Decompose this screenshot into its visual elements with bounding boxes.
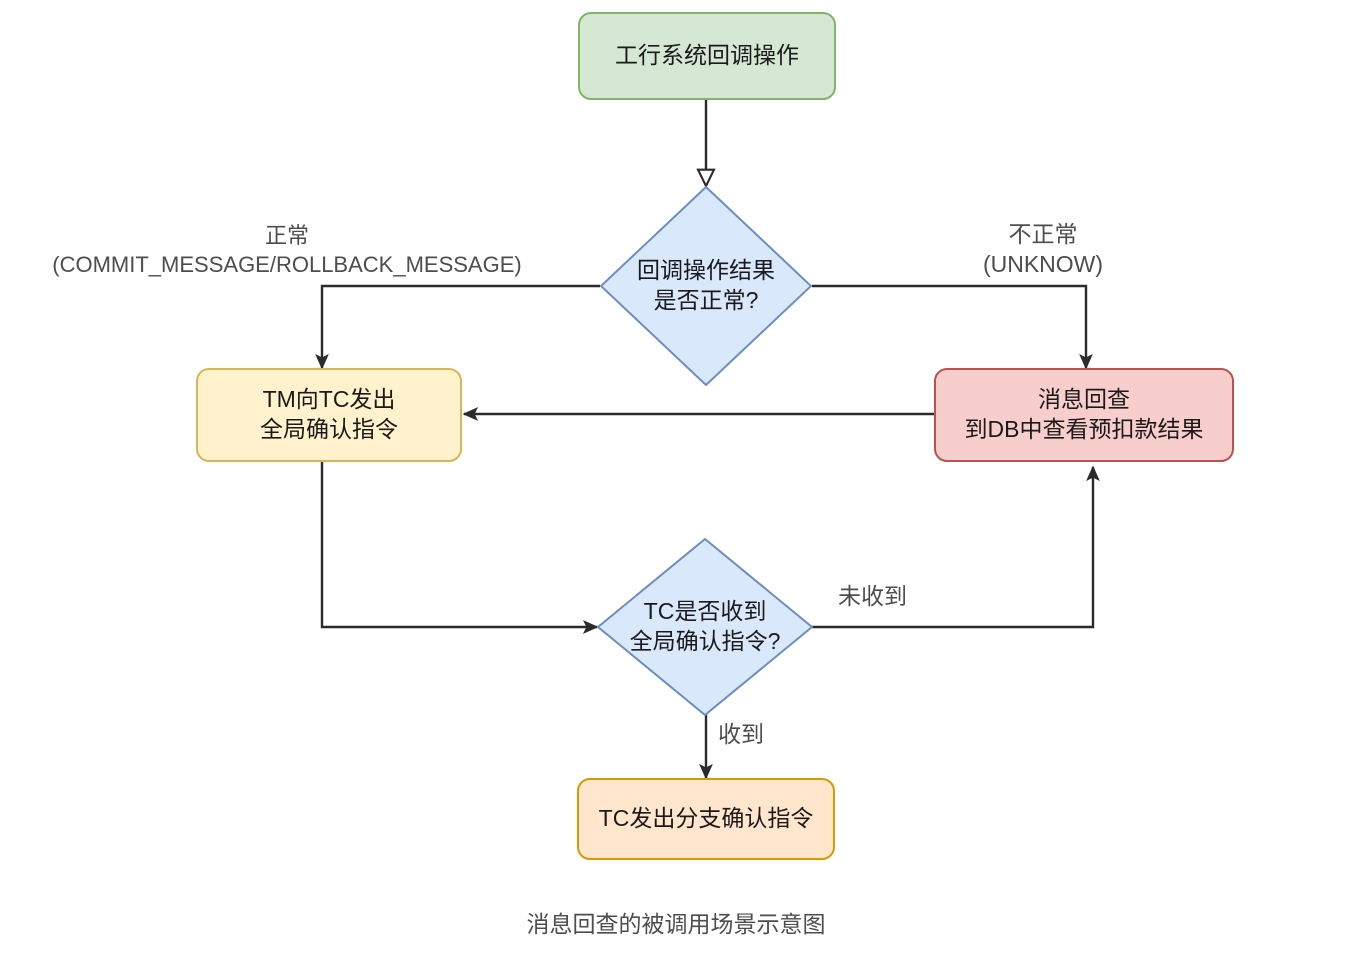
diamond-shape	[600, 186, 812, 386]
edge-label-not-received: 未收到	[838, 583, 907, 609]
node-tc-branch-commit[interactable]: TC发出分支确认指令	[577, 778, 835, 860]
diagram-caption: 消息回查的被调用场景示意图	[526, 911, 826, 937]
edge-decision-abnormal-to-check	[812, 284, 1093, 370]
edge-label-abnormal: 不正常 (UNKNOW)	[982, 221, 1104, 278]
node-decision-callback-result[interactable]: 回调操作结果 是否正常?	[600, 186, 812, 386]
node-tm-global-commit[interactable]: TM向TC发出 全局确认指令	[196, 368, 462, 462]
node-message-check-db[interactable]: 消息回查 到DB中查看预扣款结果	[934, 368, 1234, 462]
edge-label-normal: 正常 (COMMIT_MESSAGE/ROLLBACK_MESSAGE)	[52, 223, 522, 278]
node-decision-tc-received-label: TC是否收到 全局确认指令?	[629, 598, 781, 654]
node-decision-tc-received[interactable]: TC是否收到 全局确认指令?	[597, 538, 813, 716]
edge-decision-normal-to-tm	[315, 284, 600, 370]
edge-tm-to-decision-tc	[320, 462, 599, 634]
node-decision-callback-result-label: 回调操作结果 是否正常?	[637, 257, 775, 313]
edge-label-received: 收到	[718, 721, 764, 747]
node-start-callback-operation[interactable]: 工行系统回调操作	[578, 12, 836, 100]
